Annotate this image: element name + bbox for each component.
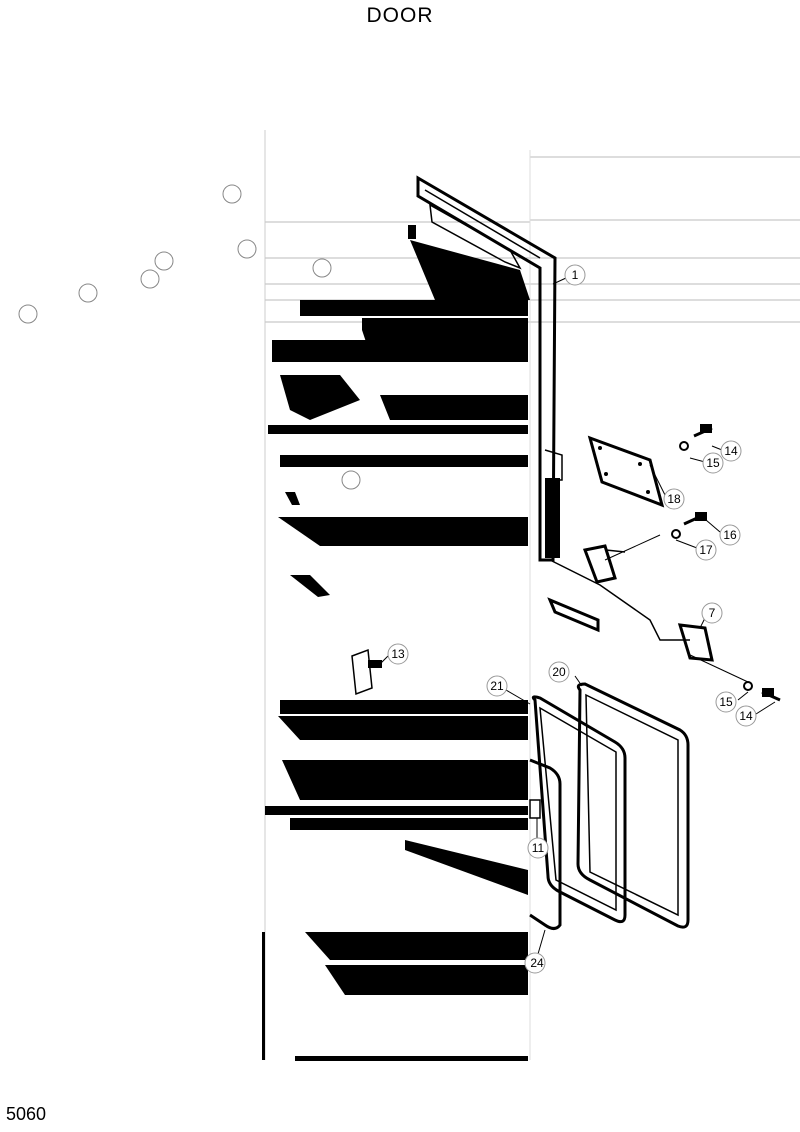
- page-number: 5060: [6, 1104, 47, 1124]
- svg-text:17: 17: [699, 543, 713, 557]
- cover-plate-18: [587, 435, 665, 508]
- svg-text:15: 15: [719, 695, 733, 709]
- callout-11: 11: [527, 837, 549, 859]
- window-seal-21: [531, 695, 627, 924]
- callout-21: 21: [486, 675, 508, 697]
- washer-15-top: [679, 441, 689, 451]
- page-title: DOOR: [366, 4, 434, 27]
- callout-1: 1: [564, 264, 586, 286]
- svg-text:16: 16: [723, 528, 737, 542]
- callout-16: 16: [719, 524, 741, 546]
- callout-14-top: 14: [720, 440, 742, 462]
- svg-text:14: 14: [724, 444, 738, 458]
- callout-18: 18: [663, 488, 685, 510]
- bolt-14-bottom: [761, 688, 781, 702]
- svg-text:13: 13: [391, 647, 405, 661]
- callout-7: 7: [701, 602, 723, 624]
- callout-15-top: 15: [702, 452, 724, 474]
- bolt-16: [683, 512, 707, 526]
- callout-13: 13: [387, 643, 409, 665]
- callout-17: 17: [695, 539, 717, 561]
- window-seal-20: [576, 682, 690, 929]
- svg-text:14: 14: [739, 709, 753, 723]
- callout-14-bottom: 14: [735, 705, 757, 727]
- svg-text:20: 20: [552, 665, 566, 679]
- svg-text:21: 21: [490, 679, 504, 693]
- scan-lines: [265, 156, 800, 323]
- window-glass-24: [529, 758, 562, 930]
- hinge-assembly-7: [547, 544, 714, 662]
- svg-text:11: 11: [532, 841, 545, 855]
- callout-20: 20: [548, 661, 570, 683]
- door-panel-bands: [262, 240, 530, 1061]
- bolt-13: [351, 648, 382, 696]
- svg-text:1: 1: [572, 268, 579, 282]
- bolt-14-top: [693, 424, 713, 438]
- svg-text:7: 7: [709, 606, 716, 620]
- washer-17: [671, 529, 681, 539]
- door-frame: [408, 175, 563, 562]
- latch-11: [529, 799, 541, 819]
- svg-text:15: 15: [706, 456, 720, 470]
- empty-callout-circles: [18, 184, 361, 490]
- callout-15-bottom: 15: [715, 691, 737, 713]
- washer-15-bottom: [743, 681, 753, 691]
- callout-24: 24: [524, 952, 546, 974]
- leader-lines: [379, 277, 776, 955]
- svg-text:18: 18: [667, 492, 681, 506]
- svg-text:24: 24: [530, 956, 544, 970]
